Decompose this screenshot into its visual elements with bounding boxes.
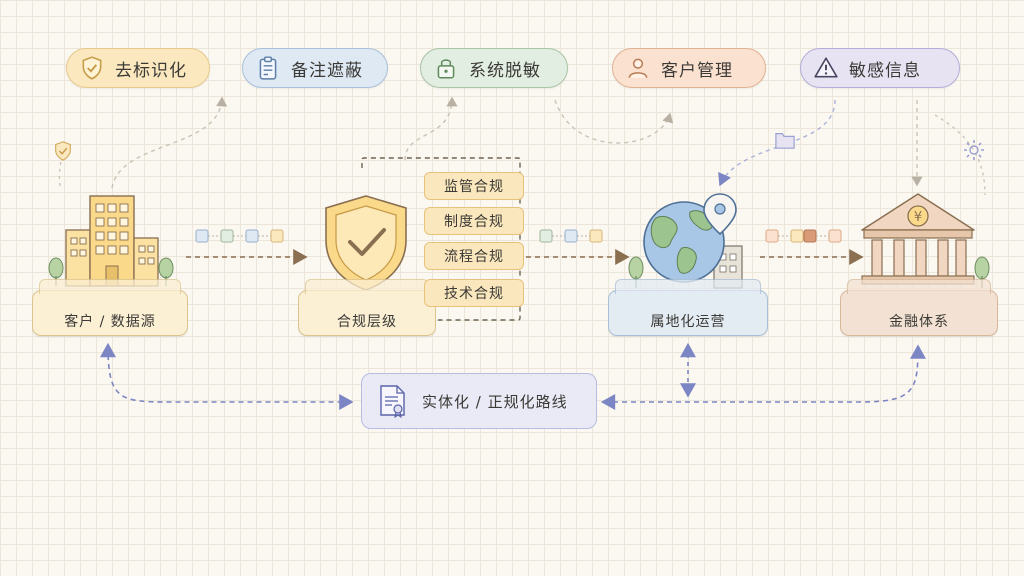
tag-policy-compliance: 制度合规 <box>424 207 524 235</box>
link-compliance-to-desens <box>404 96 458 161</box>
link-desens-to-customer <box>554 99 674 144</box>
route-link-left <box>100 342 354 410</box>
pill-system-desensitize: 系统脱敏 <box>420 48 568 88</box>
data-packets-1 <box>195 229 284 243</box>
node-financial-system: 金融体系 <box>840 279 998 336</box>
pill-label: 备注遮蔽 <box>291 60 363 81</box>
pill-label: 系统脱敏 <box>469 60 541 81</box>
pill-sensitive-info: 敏感信息 <box>800 48 960 88</box>
shield-check-icon <box>82 56 102 80</box>
bank-symbol: ¥ <box>914 210 922 225</box>
node-label: 属地化运营 <box>650 314 726 330</box>
route-label: 实体化 / 正规化路线 <box>422 392 568 411</box>
user-icon <box>628 58 648 78</box>
folder-icon <box>775 133 795 149</box>
node-label: 客户 / 数据源 <box>64 314 156 330</box>
bank-icon: ¥ <box>861 193 990 288</box>
compliance-shield-icon <box>325 195 407 291</box>
data-packets-3 <box>765 229 842 243</box>
lock-icon <box>437 59 455 79</box>
pill-label: 客户管理 <box>661 60 733 81</box>
pill-label: 去标识化 <box>115 60 187 81</box>
tag-process-compliance: 流程合规 <box>424 242 524 270</box>
tag-tech-compliance: 技术合规 <box>424 279 524 307</box>
data-packets-2 <box>539 229 603 243</box>
route-box: 实体化 / 正规化路线 <box>361 373 597 429</box>
small-shield-icon <box>55 141 71 161</box>
tag-regulatory-compliance: 监管合规 <box>424 172 524 200</box>
pill-label: 敏感信息 <box>849 60 921 81</box>
pill-customer-management: 客户管理 <box>612 48 766 88</box>
pill-deidentify: 去标识化 <box>66 48 210 88</box>
node-customer-datasource: 客户 / 数据源 <box>32 279 188 336</box>
gear-icon <box>964 140 984 160</box>
globe-pin-icon <box>628 193 743 289</box>
node-localized-operation: 属地化运营 <box>608 279 768 336</box>
node-compliance-level: 合规层级 <box>298 279 436 336</box>
certificate-icon <box>380 385 405 418</box>
clipboard-icon <box>259 56 277 80</box>
node-label: 金融体系 <box>889 314 949 330</box>
link-source-to-deid <box>111 96 228 189</box>
pill-remark-mask: 备注遮蔽 <box>242 48 388 88</box>
building-icon <box>48 195 174 287</box>
route-link-right <box>600 344 926 410</box>
warning-icon <box>814 57 838 78</box>
node-label: 合规层级 <box>337 314 397 330</box>
